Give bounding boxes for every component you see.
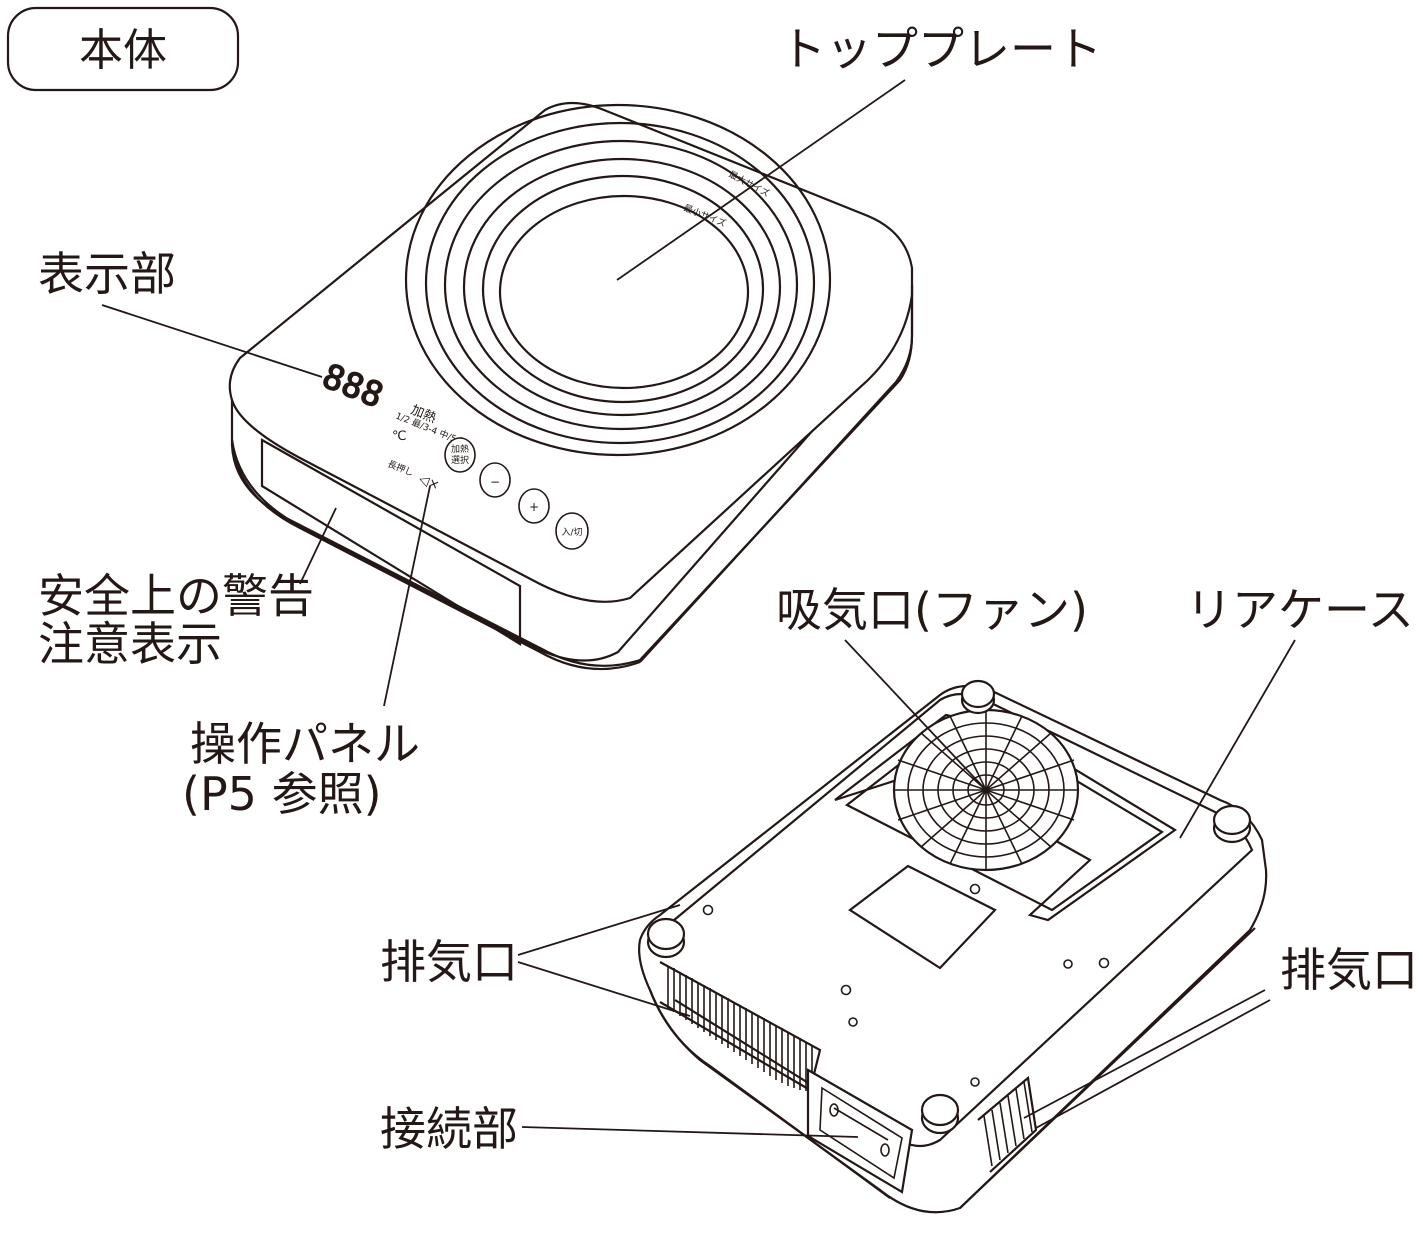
safety-label-area <box>260 438 522 646</box>
exhaust-vents-right <box>977 1075 1038 1173</box>
leader-exhaust-right-b <box>1035 999 1271 1129</box>
minus-button[interactable]: − <box>479 462 511 498</box>
label-connector: 接続部 <box>380 1102 518 1156</box>
exhaust-vents-left <box>659 961 822 1092</box>
screw-holes <box>702 883 1110 1087</box>
heat-button-line1: 加熱 <box>451 443 469 455</box>
cooktop-unit: 最大サイズ 最小サイズ 888 加熱 1/2 最/3-4 中/5 強 ℃ 長押し… <box>228 101 914 671</box>
power-button[interactable]: 入/切 <box>555 512 589 550</box>
underside-label-plate <box>848 864 997 970</box>
top-plate-rings <box>404 103 832 457</box>
connector-port <box>806 1068 914 1194</box>
minus-button-label: − <box>490 475 500 489</box>
unit-celsius: ℃ <box>392 429 407 444</box>
plus-button-label: + <box>529 500 539 514</box>
leader-intake <box>844 639 987 791</box>
label-intake: 吸気口(ファン) <box>776 583 1088 637</box>
label-display: 表示部 <box>38 247 176 301</box>
callout-labels: トッププレート 表示部 安全上の警告 注意表示 操作パネル (P5 参照) 吸気… <box>38 22 1418 1156</box>
label-panel-line2: (P5 参照) <box>182 767 382 821</box>
leader-exhaust-left-b <box>517 961 691 1017</box>
leader-top-plate <box>616 79 906 281</box>
heat-button-line2: 選択 <box>451 454 469 466</box>
cooktop-bottom-edge <box>230 439 641 671</box>
label-exhaust-right: 排気口 <box>1280 943 1418 997</box>
label-panel-line1: 操作パネル <box>190 717 420 771</box>
leader-exhaust-left-a <box>517 904 681 956</box>
leader-safety <box>299 507 337 585</box>
leader-rear-case <box>1179 639 1296 839</box>
rubber-feet <box>646 679 1252 1135</box>
label-rear-case: リアケース <box>1186 583 1414 637</box>
heat-select-button[interactable]: 加熱 選択 <box>444 437 476 473</box>
leader-lines <box>101 79 1296 1138</box>
label-safety-line1: 安全上の警告 <box>38 569 314 623</box>
plus-button[interactable]: + <box>518 488 550 524</box>
leader-exhaust-right-a <box>1023 989 1266 1119</box>
label-top-plate: トッププレート <box>780 22 1102 76</box>
label-exhaust-left: 排気口 <box>380 935 518 989</box>
title-text: 本体 <box>79 25 167 76</box>
lock-symbol: ◁× <box>417 472 442 494</box>
leader-display <box>101 304 323 378</box>
label-safety-line2: 注意表示 <box>38 617 222 671</box>
leader-panel <box>383 485 431 707</box>
title-box: 本体 <box>6 6 240 92</box>
power-button-label: 入/切 <box>561 527 582 538</box>
underside-unit <box>638 679 1268 1214</box>
leader-connector <box>521 1126 859 1138</box>
